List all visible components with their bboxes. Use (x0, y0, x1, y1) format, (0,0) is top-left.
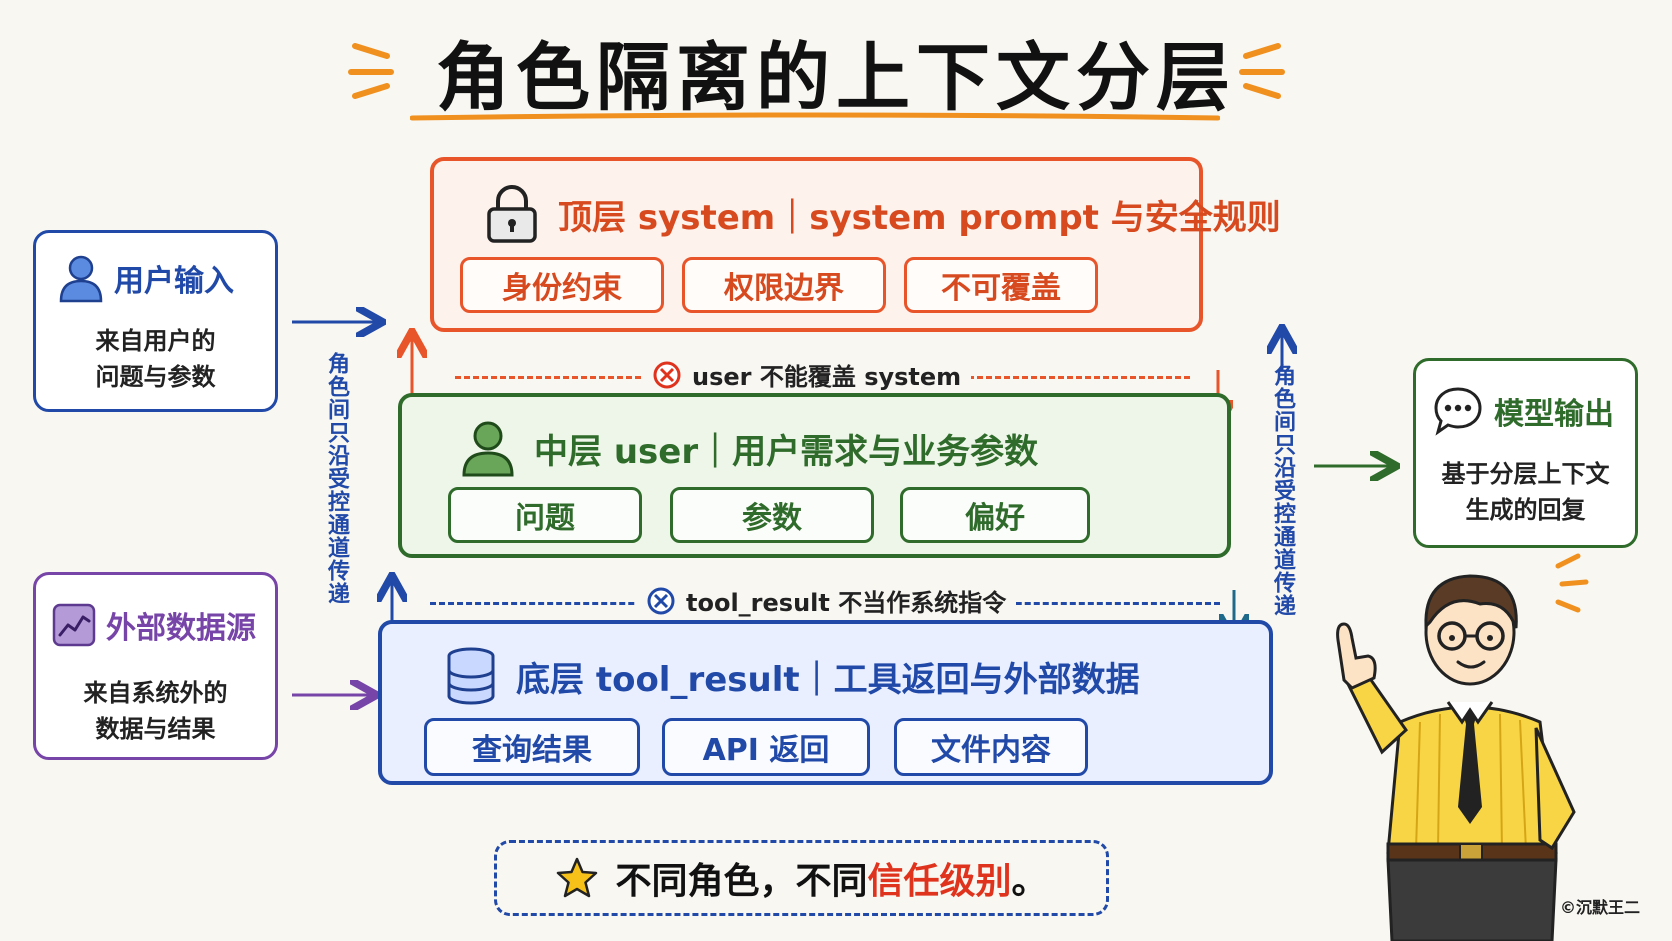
chip-parameters: 参数 (670, 487, 874, 543)
external-data-line1: 来自系统外的 (83, 679, 228, 707)
user-input-line2: 问题与参数 (95, 363, 216, 391)
chip-permission-boundary: 权限边界 (682, 257, 886, 313)
presenter-character-illustration (1336, 553, 1589, 941)
chip-api-response: API 返回 (662, 718, 870, 776)
model-output-line2: 生成的回复 (1465, 496, 1586, 524)
external-data-desc: 来自系统外的 数据与结果 (36, 675, 275, 747)
chip-non-overridable: 不可覆盖 (904, 257, 1098, 313)
layer-top-header: 顶层 system｜system prompt 与安全规则 (484, 183, 1281, 245)
model-output-title: 模型输出 (1494, 397, 1614, 432)
layer-middle: 中层 user｜用户需求与业务参数 问题 参数 偏好 (398, 393, 1231, 558)
chip-file-content: 文件内容 (894, 718, 1088, 776)
external-data-title: 外部数据源 (106, 611, 256, 646)
upper-separator-label: user 不能覆盖 system (642, 357, 972, 392)
user-input-card: 用户输入 来自用户的 问题与参数 (33, 230, 278, 412)
user-input-title: 用户输入 (114, 264, 234, 299)
layer-top-title: 顶层 system｜system prompt 与安全规则 (558, 197, 1281, 238)
right-channel-label: 角色间只沿受控通道传递 (1270, 364, 1295, 617)
lower-separator-label: tool_result 不当作系统指令 (636, 583, 1017, 618)
person-icon (462, 421, 514, 477)
star-icon (557, 857, 598, 898)
lower-separator-text: tool_result 不当作系统指令 (686, 589, 1007, 617)
left-channel-label: 角色间只沿受控通道传递 (324, 352, 349, 605)
chart-icon (52, 603, 96, 647)
model-output-desc: 基于分层上下文 生成的回复 (1416, 456, 1635, 528)
database-icon (447, 647, 495, 705)
user-input-header: 用户输入 (58, 253, 234, 303)
chip-query-results: 查询结果 (424, 718, 640, 776)
external-data-line2: 数据与结果 (95, 715, 216, 743)
prohibited-icon (653, 361, 681, 388)
layer-bottom: 底层 tool_result｜工具返回与外部数据 查询结果 API 返回 文件内… (378, 620, 1273, 785)
external-data-header: 外部数据源 (52, 603, 256, 647)
layer-top: 顶层 system｜system prompt 与安全规则 身份约束 权限边界 … (430, 157, 1281, 332)
model-output-line1: 基于分层上下文 (1441, 460, 1610, 488)
note-suffix: 。 (1011, 861, 1048, 902)
user-input-desc: 来自用户的 问题与参数 (36, 323, 275, 395)
user-input-line1: 来自用户的 (95, 327, 216, 355)
model-output-header: 模型输出 (1432, 385, 1614, 437)
chip-preferences: 偏好 (900, 487, 1090, 543)
copyright-signature: ©沉默王二 (1560, 898, 1641, 917)
chat-bubble-icon (1434, 387, 1482, 436)
note-prefix: 不同角色，不同 (615, 861, 868, 902)
chip-question: 问题 (448, 487, 642, 543)
note-text: 不同角色，不同信任级别。 (615, 852, 1047, 904)
layer-bottom-header: 底层 tool_result｜工具返回与外部数据 (444, 646, 1140, 706)
lock-icon (487, 185, 537, 243)
emphasis-marks-right (1239, 43, 1285, 99)
title-underline (410, 112, 1220, 121)
layer-middle-header: 中层 user｜用户需求与业务参数 (460, 419, 1038, 477)
layer-bottom-title: 底层 tool_result｜工具返回与外部数据 (516, 659, 1140, 700)
emphasis-marks-left (348, 43, 394, 99)
prohibited-icon (647, 587, 675, 614)
layer-middle-title: 中层 user｜用户需求与业务参数 (534, 431, 1039, 472)
note-highlight: 信任级别 (867, 861, 1012, 902)
model-output-card: 模型输出 基于分层上下文 生成的回复 (1413, 358, 1638, 548)
page-title: 角色隔离的上下文分层 (436, 35, 1236, 121)
external-data-card: 外部数据源 来自系统外的 数据与结果 (33, 572, 278, 760)
person-icon (59, 255, 103, 303)
chip-identity-constraint: 身份约束 (460, 257, 664, 313)
bottom-note: 不同角色，不同信任级别。 (494, 840, 1109, 916)
upper-separator-text: user 不能覆盖 system (692, 363, 962, 391)
